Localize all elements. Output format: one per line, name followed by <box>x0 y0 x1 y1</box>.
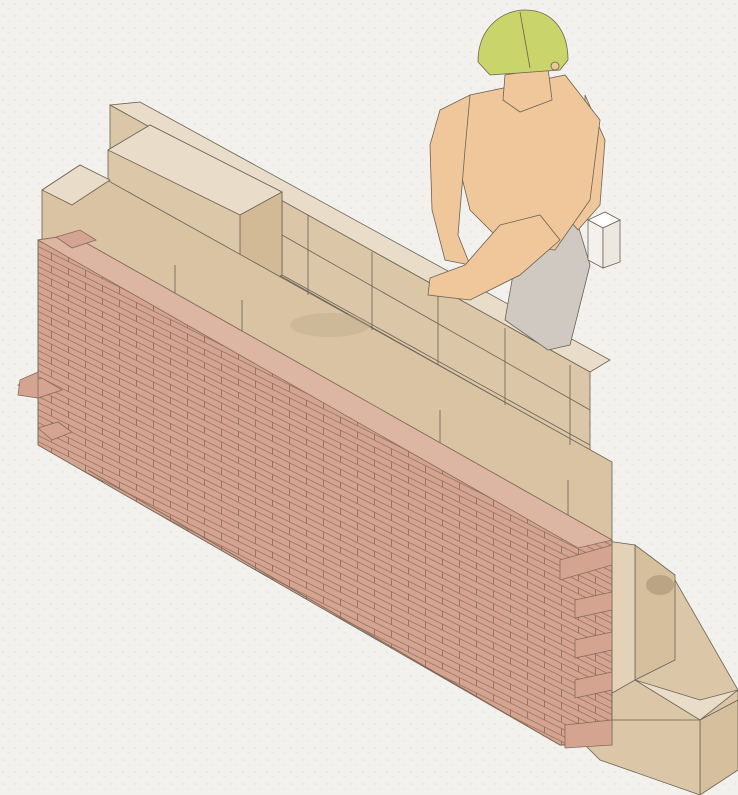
block-being-placed <box>588 212 620 268</box>
